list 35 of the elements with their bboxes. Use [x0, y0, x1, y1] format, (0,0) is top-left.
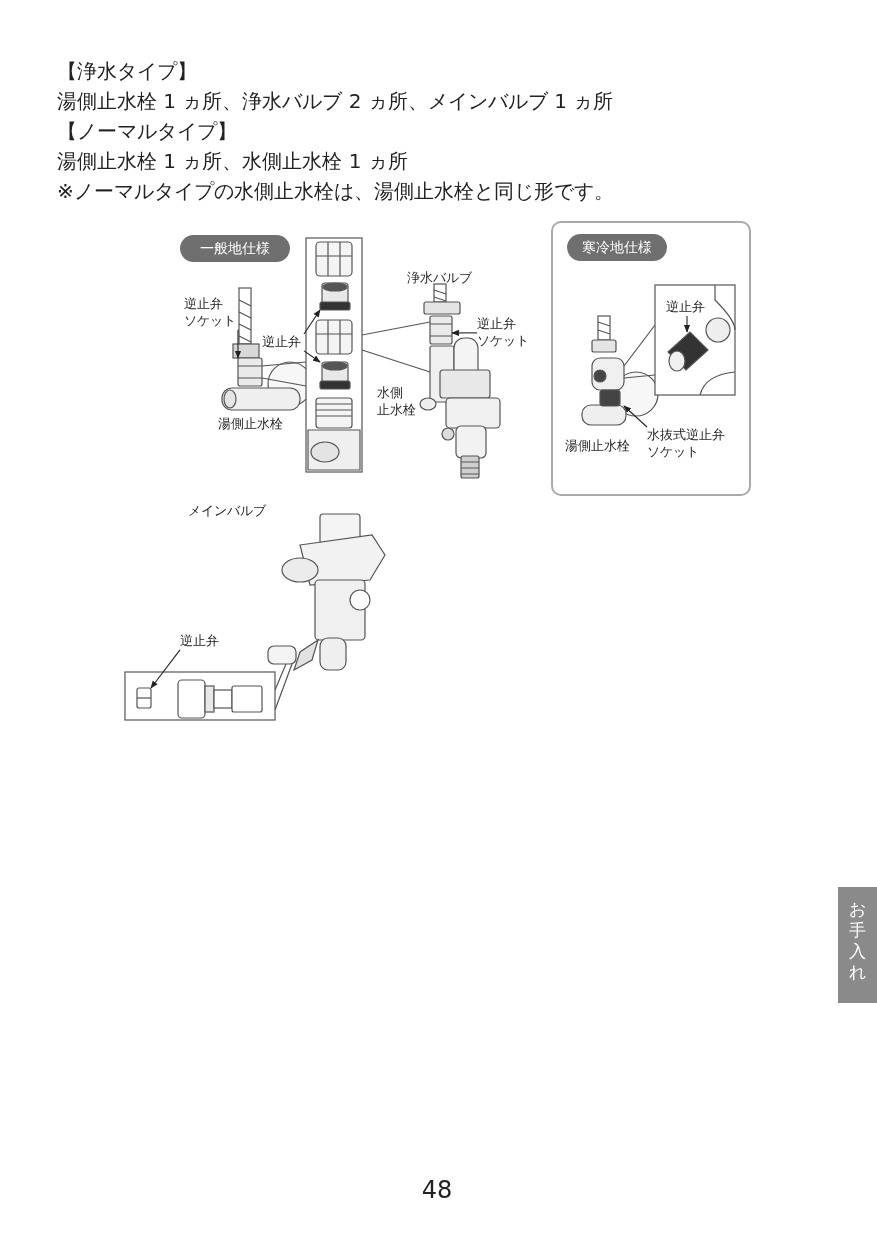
section-panel	[551, 221, 751, 496]
heading-text: 【浄水タイプ】	[57, 58, 197, 84]
check-valve-part	[136, 687, 152, 709]
check-valve-part	[319, 361, 351, 390]
leader-arrow	[623, 405, 648, 428]
body-text: 湯側止水栓 1 ヵ所、浄水バルブ 2 ヵ所、メインバルブ 1 ヵ所	[57, 88, 614, 114]
part-label: メインバルブ	[188, 503, 266, 520]
note-text: ※ノーマルタイプの水側止水栓は、湯側止水栓と同じ形です。	[57, 178, 614, 204]
leader-arrow	[303, 309, 321, 335]
part-label: 湯側止水栓	[218, 416, 283, 433]
heading-text: 【ノーマルタイプ】	[57, 118, 237, 144]
callout-label: 逆止弁ソケット	[477, 316, 531, 350]
section-tab: お手入れ	[838, 887, 877, 1003]
leader-arrow	[303, 350, 321, 363]
socket-part	[591, 357, 625, 407]
part-label: 湯側止水栓	[565, 438, 630, 455]
leader-arrow	[451, 329, 478, 336]
part-label: 水側止水栓	[377, 385, 416, 419]
section-badge: 一般地仕様	[180, 235, 290, 262]
callout-label: 逆止弁	[666, 299, 708, 316]
callout-label: 逆止弁ソケット	[184, 296, 238, 330]
page-number: 48	[420, 1175, 454, 1206]
socket-part	[237, 357, 263, 387]
section-badge: 寒冷地仕様	[567, 234, 667, 261]
socket-part	[429, 315, 453, 345]
callout-label: 逆止弁	[262, 334, 304, 351]
leader-arrow	[150, 649, 181, 689]
leader-arrow	[683, 315, 691, 333]
check-valve-part	[667, 331, 709, 372]
part-label: 浄水バルブ	[407, 270, 472, 287]
leader-arrow	[234, 329, 242, 359]
check-valve-part	[319, 282, 351, 311]
callout-label: 水抜式逆止弁ソケット	[647, 427, 729, 461]
body-text: 湯側止水栓 1 ヵ所、水側止水栓 1 ヵ所	[57, 148, 408, 174]
callout-label: 逆止弁	[180, 633, 222, 650]
